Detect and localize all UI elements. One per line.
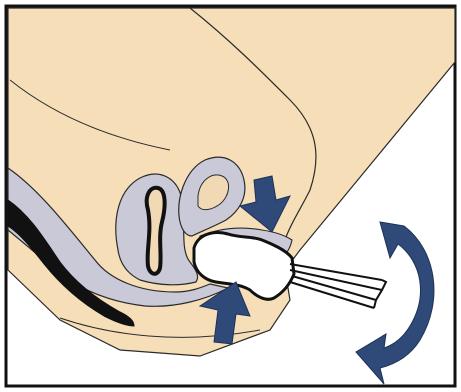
uterine-canal xyxy=(147,188,165,274)
